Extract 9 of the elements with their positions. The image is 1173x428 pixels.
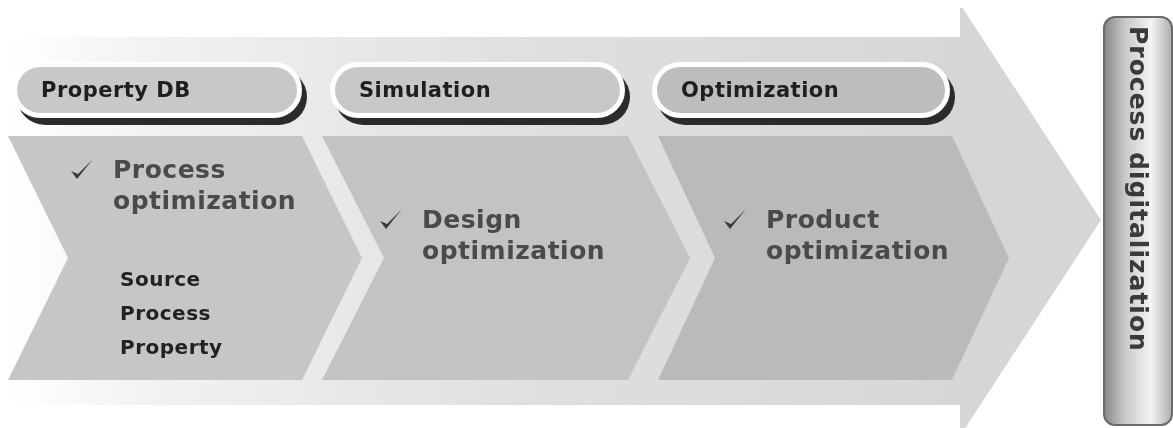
pill-title: Property DB xyxy=(41,78,191,102)
pill-title: Optimization xyxy=(681,78,840,102)
vertical-result-box xyxy=(1103,16,1173,426)
step-details: Source Process Property xyxy=(120,266,224,361)
step-heading: Product optimization xyxy=(766,204,951,266)
result-title: Process digitalization xyxy=(1125,26,1151,352)
step-heading: Design optimization xyxy=(422,204,607,266)
step-heading: Process optimization xyxy=(113,154,298,216)
pill-title: Simulation xyxy=(359,78,492,102)
